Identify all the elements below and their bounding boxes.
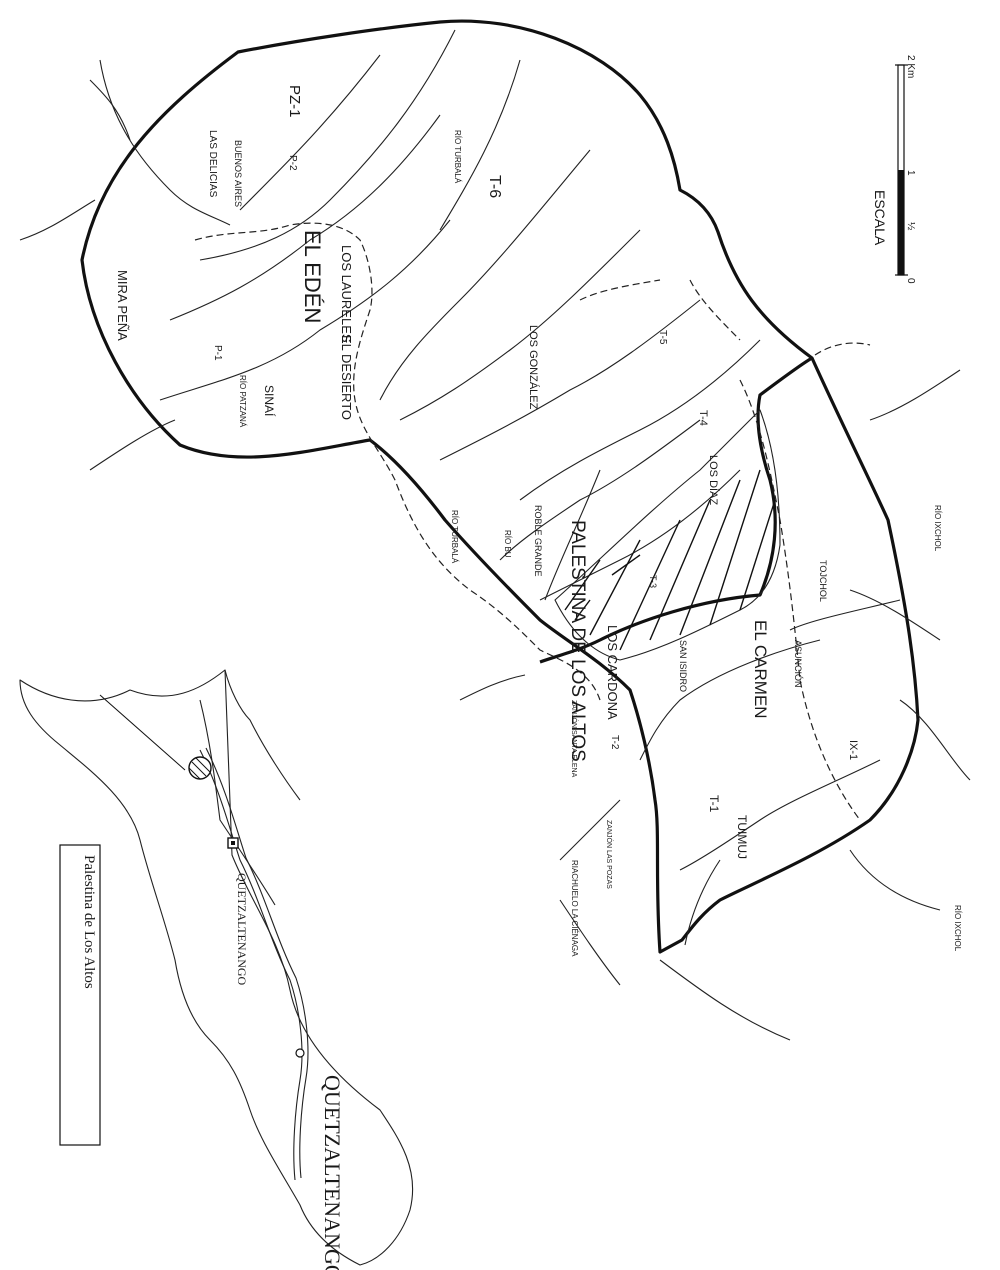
label-zanjon: ZANJÓN SANTA ELENA bbox=[570, 700, 579, 778]
label-rio-bu: RÍO BU bbox=[503, 530, 512, 558]
watershed-boundary-inner bbox=[539, 356, 813, 664]
label-mira-pena: MIRA PEÑA bbox=[115, 270, 130, 341]
label-tojchol: TOJCHOL bbox=[818, 560, 828, 602]
label-t6: T-6 bbox=[486, 175, 503, 198]
subbasin-lines bbox=[159, 29, 901, 946]
label-p2: P-2 bbox=[287, 155, 298, 171]
label-los-diaz: LOS DÍAZ bbox=[707, 455, 720, 505]
label-los-laureles: LOS LAURELES bbox=[339, 245, 354, 343]
inset-box-label: Palestina de Los Altos bbox=[81, 855, 97, 989]
label-buenos-aires: BUENOS AIRES bbox=[233, 140, 243, 207]
label-riachuelo: RIACHUELO LA CIÉNAGA bbox=[570, 860, 579, 957]
label-ix1: IX-1 bbox=[847, 740, 859, 760]
place-labels: PZ-1 P-2 LAS DELICIAS BUENOS AIRES MIRA … bbox=[115, 85, 962, 957]
label-palestina: PALESTINA DE LOS ALTOS bbox=[567, 520, 588, 762]
label-rio-turbala-1: RÍO TURBALÁ bbox=[453, 130, 462, 184]
scale-title: ESCALA bbox=[872, 190, 888, 246]
scale-tick-1: 1 bbox=[905, 170, 916, 176]
roads bbox=[194, 222, 871, 821]
label-tuimuj: TUIMUJ bbox=[735, 815, 749, 859]
label-p1: P-1 bbox=[212, 345, 223, 361]
label-el-eden: EL EDÉN bbox=[300, 230, 325, 323]
label-asuncion: ASUNCIÓN bbox=[793, 640, 803, 688]
label-el-carmen: EL CARMEN bbox=[751, 620, 770, 719]
scale-bar bbox=[895, 64, 908, 276]
label-los-cardona: LOS CARDONA bbox=[605, 625, 620, 720]
outer-streams bbox=[19, 59, 971, 1041]
label-el-desierto: EL DESIERTO bbox=[339, 335, 354, 420]
watershed-boundary-north bbox=[80, 19, 920, 954]
inset-dept-label: QUETZALTENANGO bbox=[235, 873, 249, 986]
label-rio-ixchol-1: RÍO IXCHOL bbox=[933, 505, 942, 552]
label-las-delicias: LAS DELICIAS bbox=[207, 130, 218, 198]
label-t5: T-5 bbox=[657, 330, 668, 345]
label-pz1: PZ-1 bbox=[286, 85, 303, 118]
urban-area-hatch bbox=[554, 409, 781, 661]
label-t1: T-1 bbox=[707, 795, 721, 813]
inset-city-label: QUETZALTENANGO bbox=[320, 1075, 345, 1270]
label-rio-ixchol-2: RÍO IXCHOL bbox=[953, 905, 962, 952]
label-san-isidro: SAN ISIDRO bbox=[678, 640, 688, 692]
label-rio-turbala-2: RÍO TURBALÁ bbox=[450, 510, 459, 564]
label-t2: T-2 bbox=[609, 735, 620, 750]
label-zanjon-pozas: ZANJÓN LAS POZAS bbox=[605, 820, 614, 889]
inset-map bbox=[19, 669, 414, 1266]
scale-tick-0: 0 bbox=[905, 278, 916, 284]
label-t4: T-4 bbox=[697, 410, 709, 426]
label-roble-grande: ROBLE GRANDE bbox=[533, 505, 543, 577]
label-t3: T-3 bbox=[648, 575, 658, 588]
label-los-gonzalez: LOS GONZÁLEZ bbox=[527, 325, 540, 410]
scale-tick-half: ½ bbox=[905, 222, 916, 231]
scale-tick-2km: 2 Km bbox=[905, 55, 916, 78]
label-rio-patzana: RÍO PATZANÁ bbox=[238, 375, 247, 428]
label-sinai: SINAÍ bbox=[262, 385, 277, 417]
